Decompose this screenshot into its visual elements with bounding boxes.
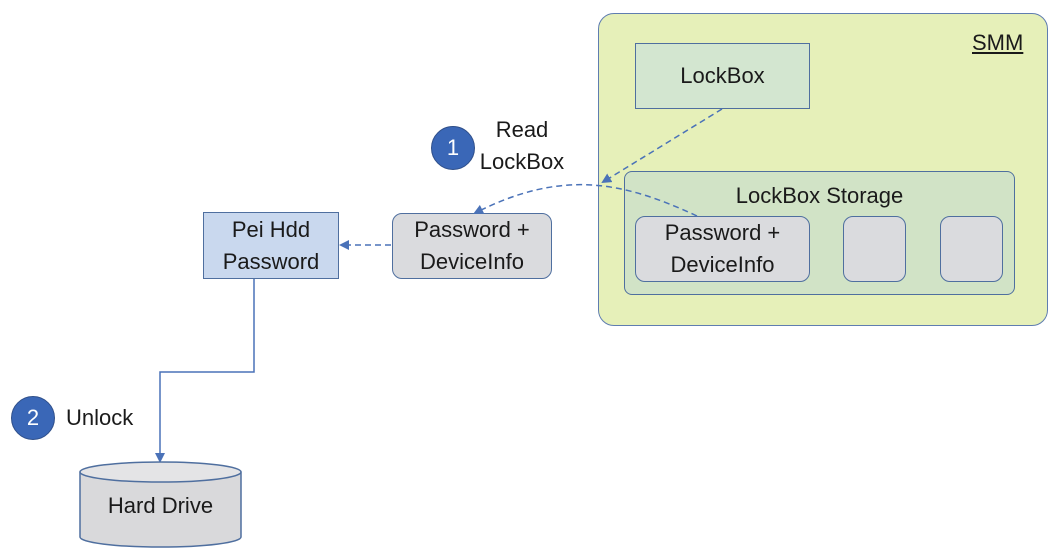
read-lockbox-label: Read LockBox [470,114,574,178]
storage-slot-empty [843,216,906,282]
lockbox-label: LockBox [680,63,765,88]
read-line: Read [495,117,549,142]
pei-hdd-password-box: Pei Hdd Password [203,212,339,279]
lockbox-line: LockBox [479,149,565,174]
hard-drive-cylinder [79,461,242,548]
read-lockbox-arrow [473,183,698,217]
storage-slot-empty [940,216,1003,282]
lockbox-box: LockBox [635,43,810,109]
step-1-badge: 1 [431,126,475,170]
deviceinfo-line: DeviceInfo [420,249,524,274]
lockbox-to-storage-arrow [601,108,723,184]
storage-slot-line1: Password + [664,220,781,245]
password-deviceinfo-box: Password + DeviceInfo [392,213,552,279]
unlock-label: Unlock [66,405,134,430]
storage-slot-password: Password + DeviceInfo [635,216,810,282]
password-line: Password + [414,217,530,242]
unlock-arrow [155,279,255,463]
lockbox-storage-label: LockBox Storage [735,183,904,208]
pei-line2: Password [222,248,320,274]
pei-line1: Pei Hdd [231,216,311,242]
step-2-badge: 2 [11,396,55,440]
hard-drive-label: Hard Drive [107,493,214,518]
smm-label: SMM [972,30,1024,55]
storage-slot-line2: DeviceInfo [670,252,775,277]
